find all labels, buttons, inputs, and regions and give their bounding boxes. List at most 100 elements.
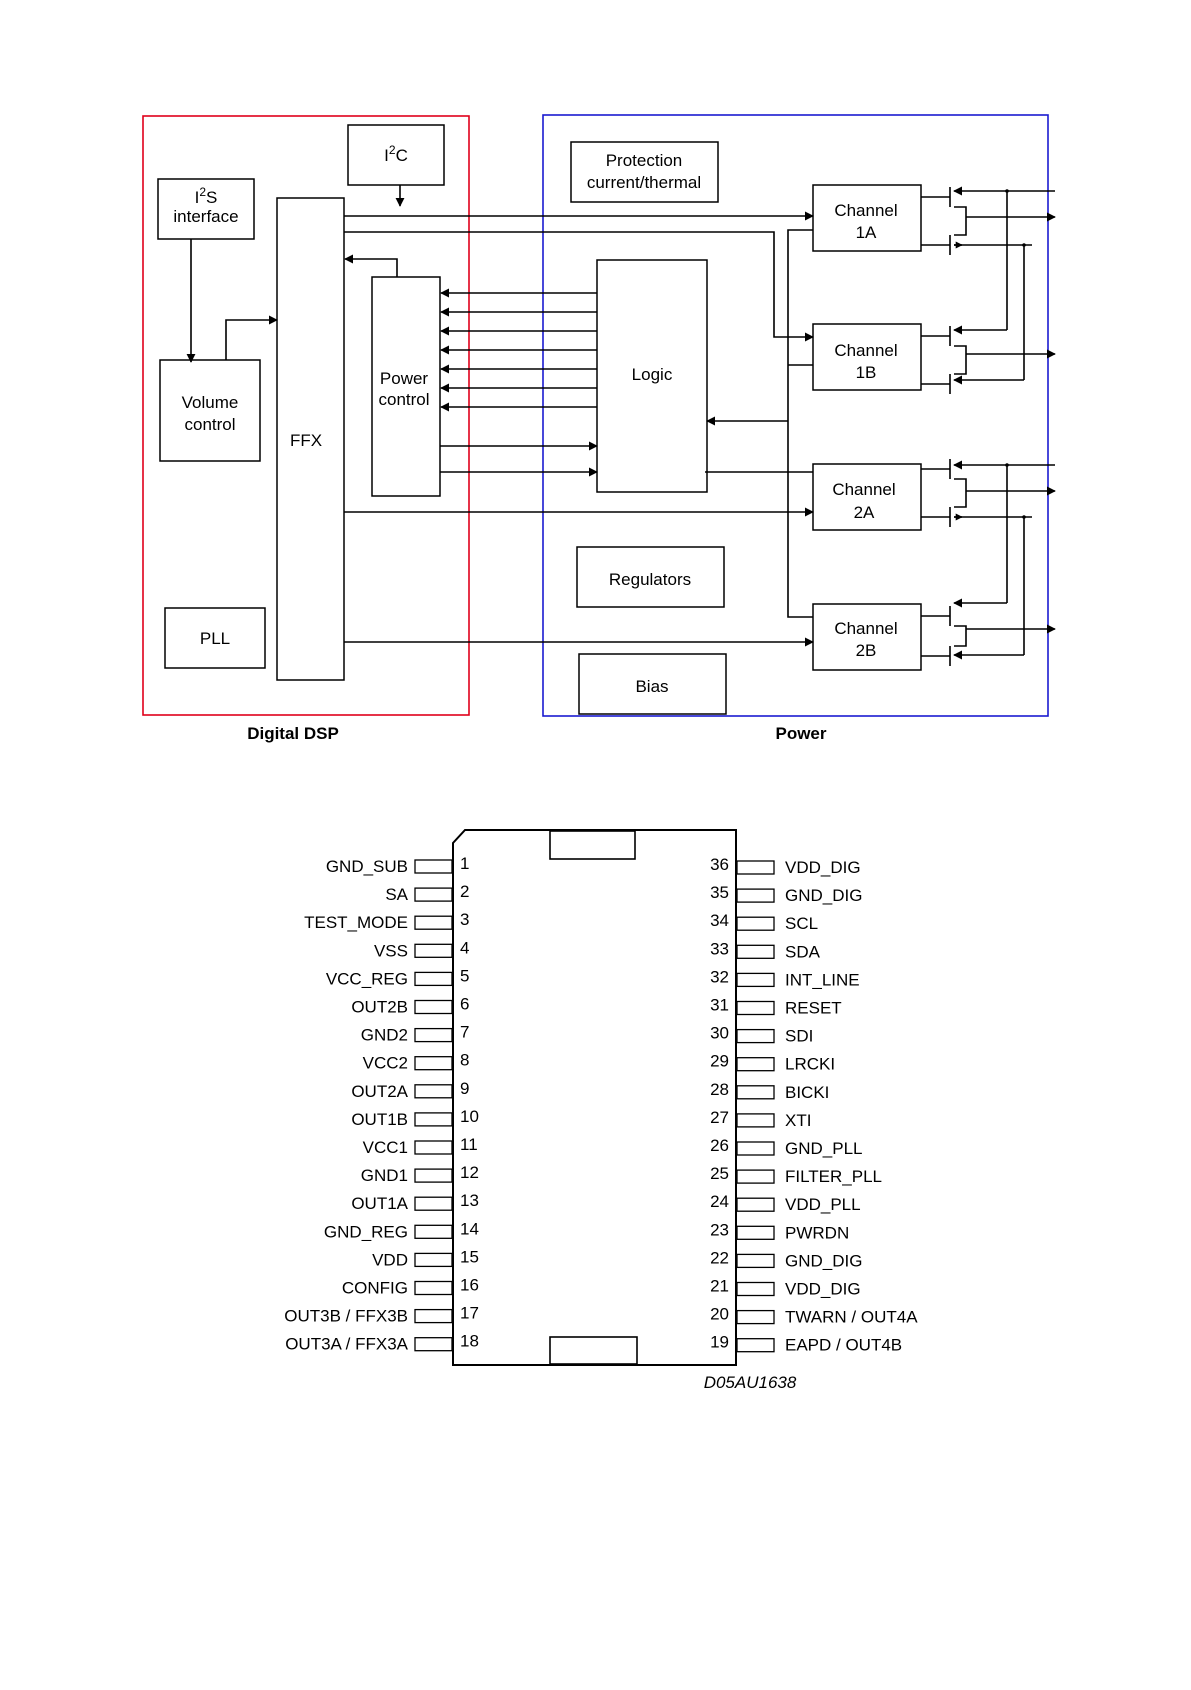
pin-number: 10 (460, 1107, 479, 1126)
pin-number: 7 (460, 1023, 469, 1042)
channel-1b-label-line2: 1B (856, 363, 877, 382)
pin-number: 25 (710, 1164, 729, 1183)
pin-number: 24 (710, 1192, 729, 1211)
pin-pad (414, 943, 453, 958)
pin-number: 1 (460, 854, 469, 873)
ffx-to-channel-1b-arrow (344, 231, 814, 342)
pin-number: 4 (460, 938, 469, 957)
channel-status-bus (787, 229, 813, 618)
pin-name: INT_LINE (785, 970, 860, 989)
pin-name: TWARN / OUT4A (785, 1308, 918, 1327)
pin-number: 13 (460, 1191, 479, 1210)
bias-block: Bias (578, 653, 727, 715)
pin-name: OUT1A (351, 1194, 408, 1213)
pin-number: 34 (710, 911, 729, 930)
pin-number: 31 (710, 996, 729, 1015)
ic-bottom-tab (549, 1336, 638, 1365)
protection-label-line2: current/thermal (587, 173, 701, 192)
digital-dsp-label: Digital DSP (247, 724, 339, 743)
channel-1a-label-line1: Channel (834, 201, 897, 220)
pin-name: SA (385, 885, 408, 904)
pin-number: 14 (460, 1219, 479, 1238)
pin-number: 29 (710, 1052, 729, 1071)
pin-name: SDA (785, 942, 821, 961)
regulators-block: Regulators (576, 546, 725, 608)
power-control-block: Power control (371, 276, 441, 497)
ic-top-tab (549, 830, 636, 860)
pin-pad (414, 1056, 453, 1071)
volume-to-ffx-arrow (225, 315, 278, 360)
pin-pad (414, 1280, 453, 1296)
power-region (542, 114, 1049, 717)
pin-name: VDD (372, 1250, 408, 1269)
pin-name: VCC1 (363, 1138, 408, 1157)
pin-name: VDD_DIG (785, 858, 861, 877)
pin-name: VSS (374, 941, 408, 960)
i2c-block: I2C (347, 124, 445, 186)
pin-pad (414, 1196, 453, 1211)
pin-pad (736, 1085, 775, 1100)
pin-number: 20 (710, 1305, 729, 1324)
pin-number: 27 (710, 1108, 729, 1127)
channel-2a-label-line2: 2A (854, 503, 875, 522)
pin-pad (414, 1084, 453, 1099)
pin-name: VDD_DIG (785, 1280, 861, 1299)
pin-name: OUT2A (351, 1082, 408, 1101)
channel-2a-label-line1: Channel (832, 480, 895, 499)
power-control-label-line2: control (378, 390, 429, 409)
pin-pad (736, 1225, 775, 1240)
channel-1a-block: Channel 1A (812, 184, 922, 252)
pin-name: OUT1B (351, 1110, 408, 1129)
pin-number: 30 (710, 1024, 729, 1043)
pin-name: BICKI (785, 1083, 829, 1102)
pin-name: RESET (785, 999, 842, 1018)
pin-pad (414, 1112, 453, 1127)
power-region-label: Power (775, 724, 826, 743)
pin-name: GND1 (361, 1166, 408, 1185)
pin-number: 28 (710, 1080, 729, 1099)
channel-2b-label-line1: Channel (834, 619, 897, 638)
pin-name: PWRDN (785, 1223, 849, 1242)
pin-number: 11 (460, 1135, 478, 1154)
pin-name: CONFIG (342, 1279, 408, 1298)
pin-pad (736, 916, 775, 931)
ffx-label: FFX (290, 431, 322, 450)
pin-number: 26 (710, 1136, 729, 1155)
pin-number: 22 (710, 1248, 729, 1267)
pin-pad (736, 1281, 775, 1297)
block-diagram: Digital DSP Power I2C I2S interface Volu… (142, 114, 1056, 743)
pin-pad (736, 888, 775, 903)
channel-2b-label-line2: 2B (856, 641, 877, 660)
bias-label: Bias (635, 677, 668, 696)
pin-number: 12 (460, 1163, 479, 1182)
logic-label: Logic (632, 365, 673, 384)
pin-pad (414, 1168, 453, 1183)
pin-pad (736, 972, 775, 988)
pin-number: 17 (460, 1304, 479, 1323)
protection-label-line1: Protection (606, 151, 683, 170)
i2s-interface-block: I2S interface (157, 178, 255, 240)
pin-name: VDD_PLL (785, 1195, 861, 1214)
pin-number: 5 (460, 966, 469, 985)
power-control-label-line1: Power (380, 369, 429, 388)
pin-pad (414, 999, 453, 1015)
pin-number: 6 (460, 995, 469, 1014)
pin-pad (414, 887, 453, 902)
volume-label-line2: control (184, 415, 235, 434)
pin-name: EAPD / OUT4B (785, 1336, 902, 1355)
pin-pad (736, 1057, 775, 1072)
pin-number: 3 (460, 910, 469, 929)
pin-pad (414, 915, 453, 930)
ic-package-body (452, 829, 737, 1366)
pin-name: OUT2B (351, 998, 408, 1017)
pin-name: SCL (785, 914, 818, 933)
power-control-to-ffx-arrow (344, 254, 398, 277)
pin-number: 9 (460, 1079, 469, 1098)
pin-pad (414, 859, 453, 874)
pin-name: GND_SUB (326, 857, 408, 876)
pin-pad (736, 1338, 775, 1353)
